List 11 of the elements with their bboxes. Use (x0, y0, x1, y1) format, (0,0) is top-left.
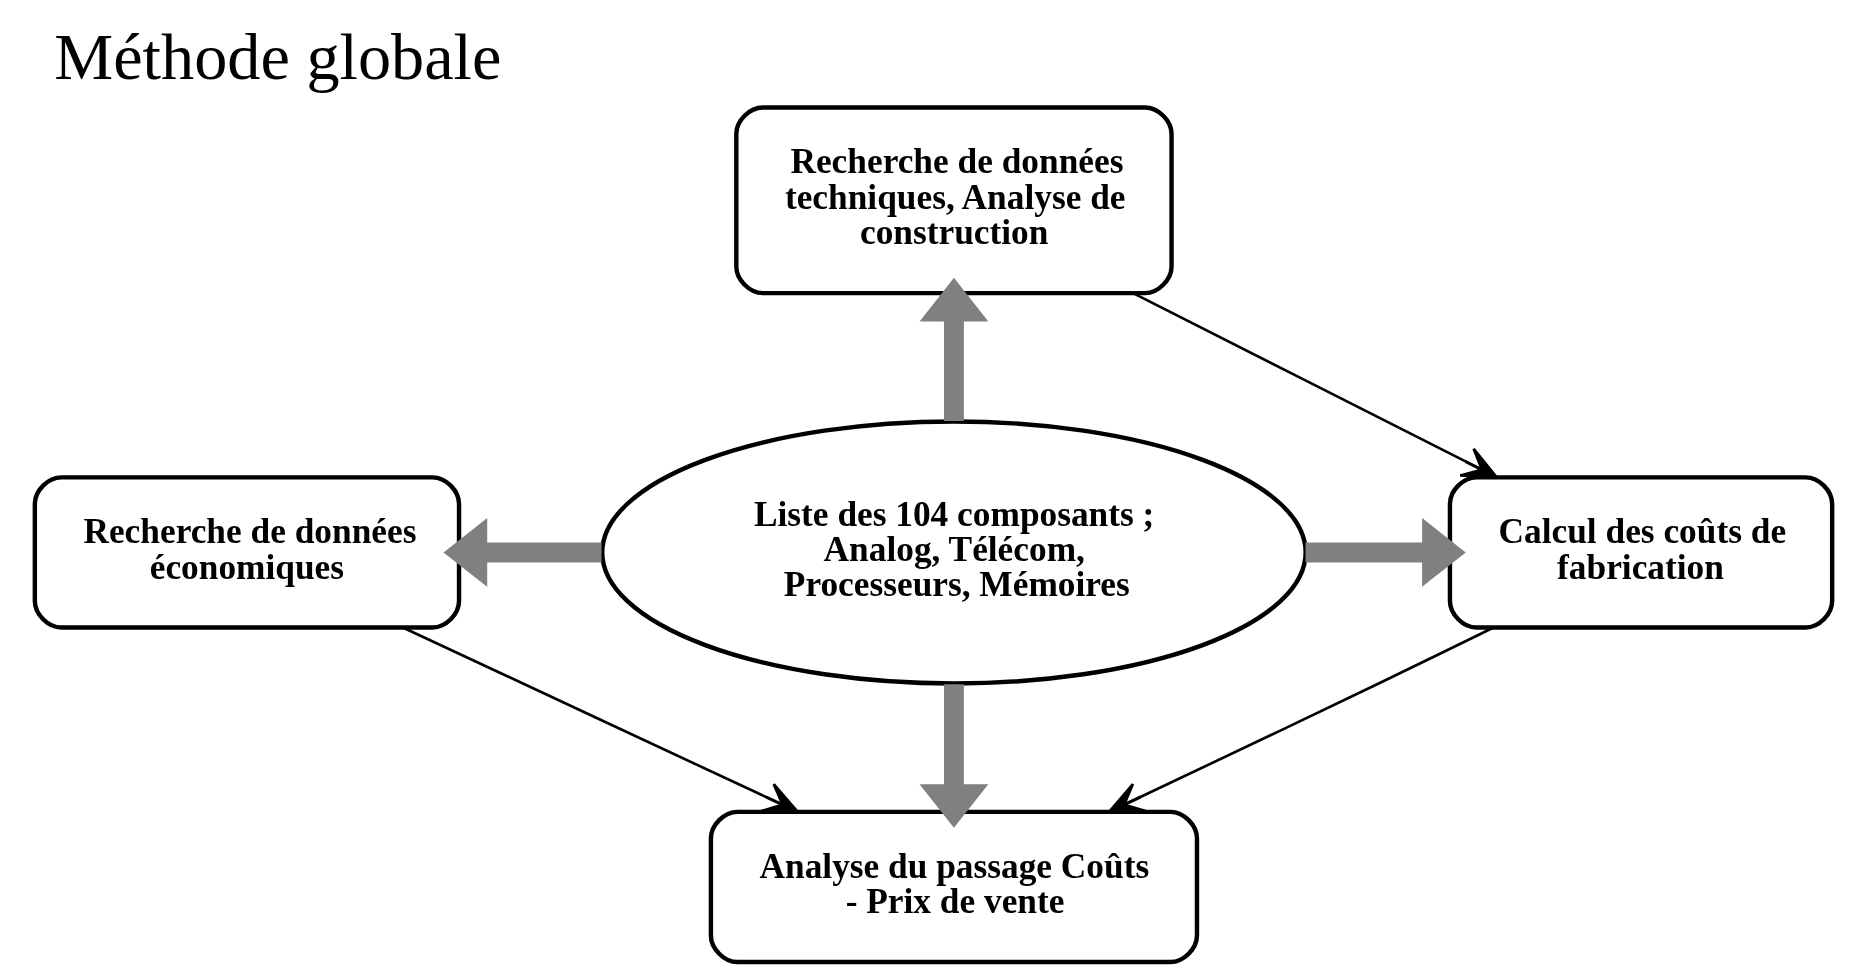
node-ellipse: Liste des 104 composants ; Analog, Télécom, Processeurs, Mémoires (599, 419, 1308, 686)
arrow (919, 684, 988, 828)
node-box: Recherche de données économiques (32, 475, 461, 630)
arrow (443, 518, 601, 587)
node-box: Analyse du passage Coûts - Prix de vente (708, 809, 1199, 965)
arrow (1132, 292, 1498, 479)
node-box: Calcul des coûts de fabrication (1447, 475, 1834, 630)
arrow (919, 277, 988, 421)
arrow (1305, 518, 1466, 587)
node-box: Recherche de données techniques, Analyse de construction (733, 105, 1174, 296)
diagram-title: Méthode globale (53, 19, 501, 93)
